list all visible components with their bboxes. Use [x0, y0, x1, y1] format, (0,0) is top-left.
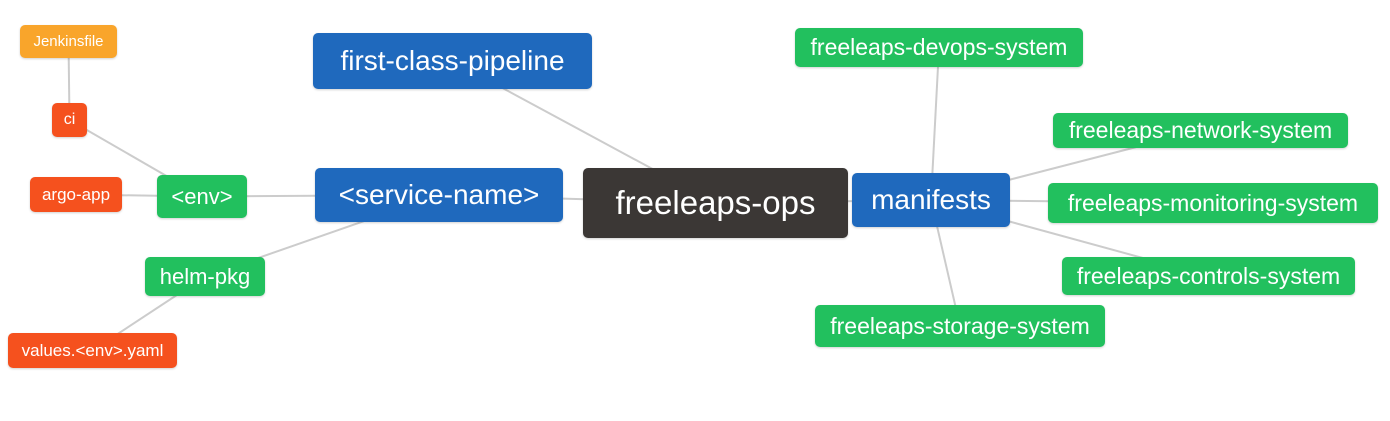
node-label: freeleaps-monitoring-system	[1067, 189, 1359, 216]
node-label: freeleaps-network-system	[1068, 117, 1333, 143]
node-label: helm-pkg	[159, 263, 251, 289]
node-manifests[interactable]: manifests	[852, 173, 1010, 227]
node-first-class-pipeline[interactable]: first-class-pipeline	[313, 33, 592, 89]
node-env[interactable]: <env>	[157, 175, 247, 218]
node-label: argo-app	[41, 184, 111, 204]
node-label: freeleaps-ops	[615, 184, 816, 221]
node-jenkinsfile[interactable]: Jenkinsfile	[20, 25, 117, 58]
node-values-env-yaml[interactable]: values.<env>.yaml	[8, 333, 177, 368]
node-label: freeleaps-storage-system	[830, 312, 1090, 339]
node-label: <service-name>	[338, 179, 540, 210]
node-label: first-class-pipeline	[340, 45, 565, 76]
node-devops-system[interactable]: freeleaps-devops-system	[795, 28, 1083, 67]
node-monitoring-system[interactable]: freeleaps-monitoring-system	[1048, 183, 1378, 223]
node-storage-system[interactable]: freeleaps-storage-system	[815, 305, 1105, 347]
node-ci[interactable]: ci	[52, 103, 87, 137]
node-label: freeleaps-devops-system	[810, 34, 1068, 60]
node-argo-app[interactable]: argo-app	[30, 177, 122, 212]
node-label: Jenkinsfile	[33, 33, 104, 50]
node-label: <env>	[171, 183, 233, 209]
node-service-name[interactable]: <service-name>	[315, 168, 563, 222]
node-label: ci	[63, 111, 76, 128]
node-label: freeleaps-controls-system	[1076, 262, 1341, 289]
node-network-system[interactable]: freeleaps-network-system	[1053, 113, 1348, 148]
node-label: values.<env>.yaml	[21, 340, 164, 360]
node-helm-pkg[interactable]: helm-pkg	[145, 257, 265, 296]
node-controls-system[interactable]: freeleaps-controls-system	[1062, 257, 1355, 295]
node-freeleaps-ops[interactable]: freeleaps-ops	[583, 168, 848, 238]
node-label: manifests	[871, 184, 991, 215]
